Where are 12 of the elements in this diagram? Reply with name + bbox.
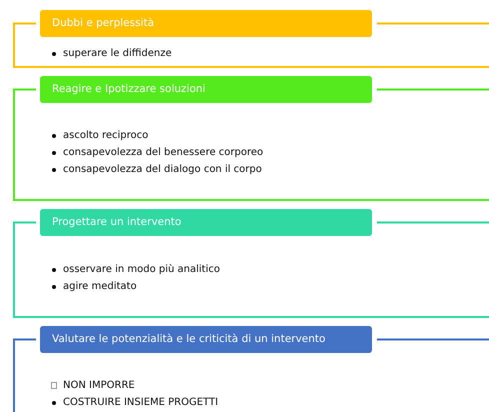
bullet-item: consapevolezza del benessere corporeo — [50, 147, 264, 159]
bullet-item: COSTRUIRE INSIEME PROGETTI — [50, 397, 218, 409]
bullet-item: agire meditato — [50, 281, 137, 293]
bullet-item: consapevolezza del dialogo con il corpo — [50, 164, 262, 176]
section-heading: Reagire e Ipotizzare soluzioni — [40, 76, 372, 103]
bullet-item: osservare in modo più analitico — [50, 264, 220, 276]
section-heading: Dubbi e perplessità — [40, 10, 372, 37]
section-heading: Progettare un intervento — [40, 209, 372, 236]
bullet-item: superare le diffidenze — [50, 48, 172, 60]
bullet-item: ascolto reciproco — [50, 130, 148, 142]
bullet-item: NON IMPORRE — [50, 380, 135, 392]
section-heading: Valutare le potenzialità e le criticità di un intervento — [40, 326, 372, 353]
